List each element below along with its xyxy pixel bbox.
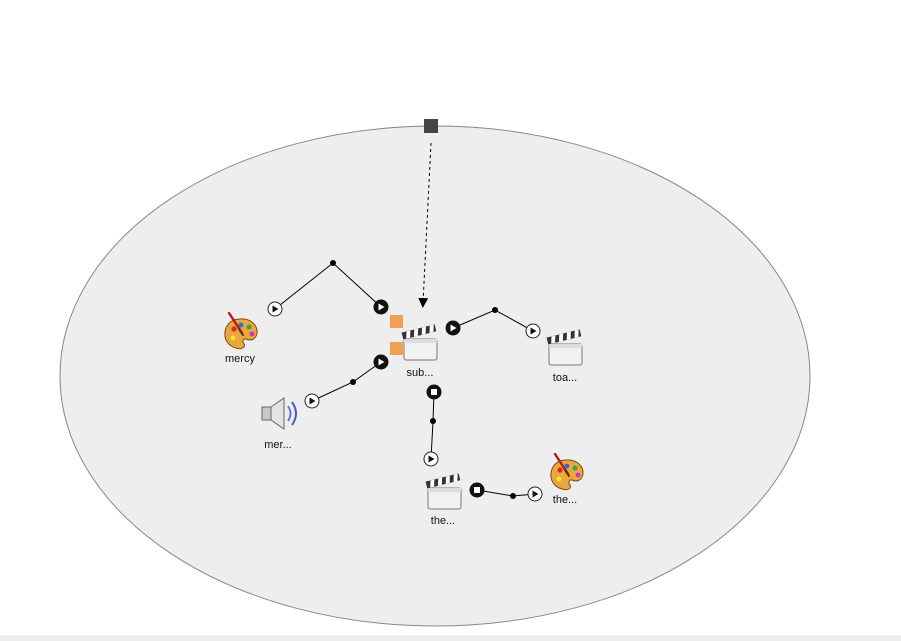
node-label: mer... [264, 439, 292, 451]
node-the-clip[interactable]: the... [425, 472, 462, 527]
status-strip [0, 635, 901, 641]
stop-connector[interactable] [469, 482, 485, 498]
stop-connector[interactable] [426, 384, 442, 400]
selection-handle[interactable] [390, 315, 403, 328]
link-waypoint[interactable] [430, 418, 436, 424]
node-label: the... [431, 515, 455, 527]
play-connector[interactable] [373, 354, 389, 370]
link-waypoint[interactable] [510, 493, 516, 499]
node-mercy[interactable]: mercy [223, 311, 259, 365]
node-mer[interactable]: mer... [261, 397, 297, 451]
node-the-image[interactable]: the... [549, 452, 585, 506]
resize-handle[interactable] [424, 119, 438, 133]
node-sub[interactable]: sub... [401, 323, 438, 379]
play-connector[interactable] [445, 320, 461, 336]
link-waypoint[interactable] [350, 379, 356, 385]
node-label: toa... [553, 372, 577, 384]
play-connector[interactable] [423, 451, 439, 467]
group-container[interactable] [59, 125, 811, 627]
play-connector[interactable] [304, 393, 320, 409]
link-waypoint[interactable] [330, 260, 336, 266]
node-label: sub... [407, 367, 434, 379]
node-toa[interactable]: toa... [546, 328, 583, 384]
dashed-arrow [418, 142, 432, 308]
node-label: the... [553, 494, 577, 506]
play-connector[interactable] [373, 299, 389, 315]
node-label: mercy [225, 353, 255, 365]
link-waypoint[interactable] [492, 307, 498, 313]
play-connector[interactable] [527, 486, 543, 502]
selection-handle[interactable] [390, 342, 403, 355]
play-connector[interactable] [525, 323, 541, 339]
play-connector[interactable] [267, 301, 283, 317]
